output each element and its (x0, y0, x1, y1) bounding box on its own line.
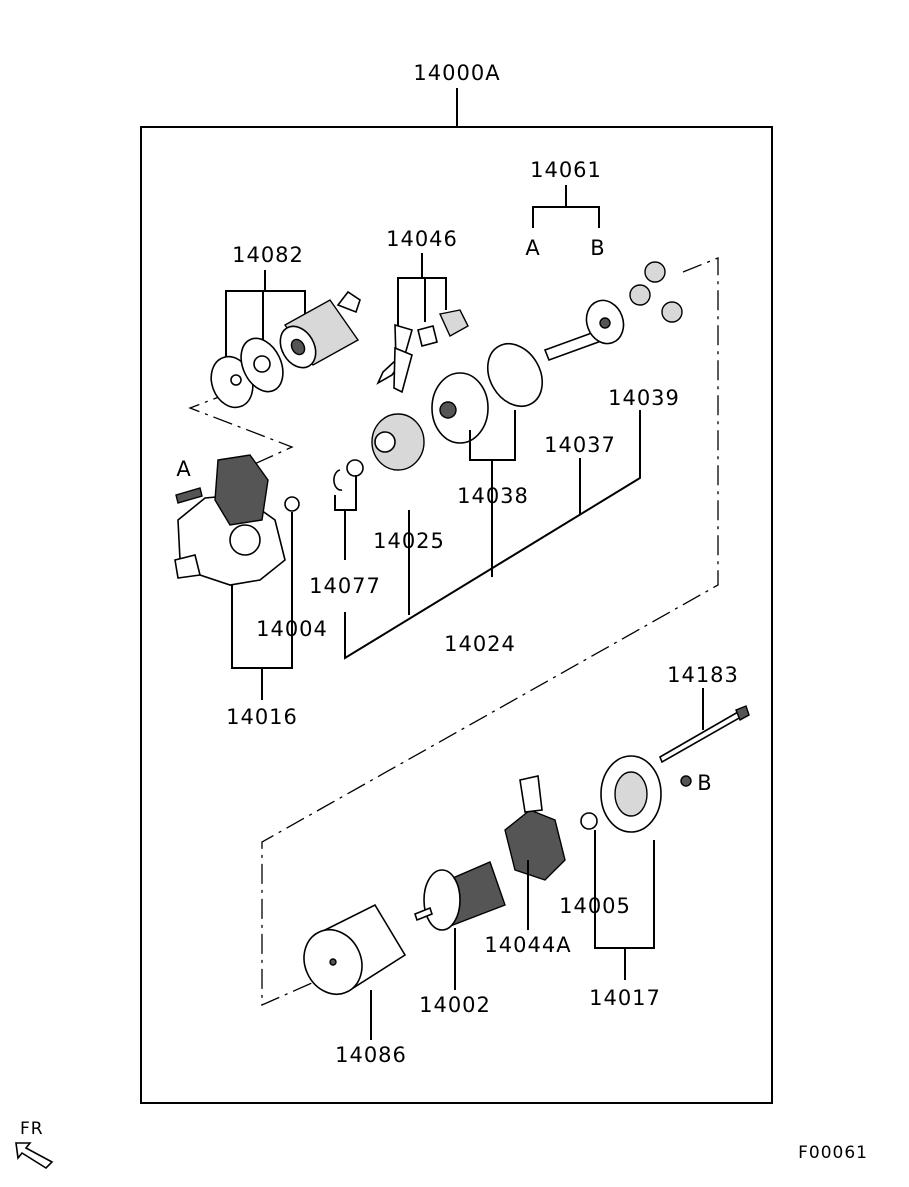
planetary-gears-icon (629, 261, 683, 323)
solenoid-switch-icon (279, 290, 361, 369)
assembly-frame (140, 126, 773, 1104)
bracket-14024 (344, 410, 641, 660)
rear-bracket-icon (600, 755, 662, 833)
label-14000A[interactable]: 14000A (413, 61, 500, 85)
label-14002[interactable]: 14002 (419, 993, 491, 1017)
bracket-14077 (334, 475, 357, 560)
shift-lever-icon (376, 323, 413, 394)
internal-gear-icon (431, 372, 489, 444)
armature-icon (414, 861, 506, 931)
armature-shaft-icon (543, 299, 625, 362)
brush-holder-icon (504, 775, 566, 881)
front-bracket-icon (174, 454, 286, 586)
label-14082[interactable]: 14082 (232, 243, 304, 267)
label-14016[interactable]: 14016 (226, 705, 298, 729)
overrunning-clutch-icon (371, 413, 425, 471)
bracket-14046 (397, 253, 447, 330)
lever-spring-icon (417, 325, 438, 347)
label-sub-a-left[interactable]: A (176, 457, 191, 481)
bracket-14061 (532, 185, 600, 228)
figure-code: F00061 (798, 1143, 868, 1163)
phantom-line-solenoid (188, 391, 294, 467)
label-sub-a-top[interactable]: A (525, 236, 540, 260)
bracket-14082 (225, 270, 306, 365)
bushing-14004-icon (284, 496, 300, 512)
orientation-label: FR (20, 1119, 44, 1139)
solenoid-plate-icon (240, 337, 284, 393)
bracket-14016 (231, 512, 293, 700)
label-14039[interactable]: 14039 (608, 386, 680, 410)
through-bolt-icon (658, 705, 750, 764)
lever-holder-icon (438, 309, 469, 337)
label-14024[interactable]: 14024 (444, 632, 516, 656)
bolt-a-icon (175, 487, 203, 504)
label-14086[interactable]: 14086 (335, 1043, 407, 1067)
orientation-arrow-icon (15, 1142, 54, 1170)
label-14046[interactable]: 14046 (386, 227, 458, 251)
label-14004[interactable]: 14004 (256, 617, 328, 641)
label-14061[interactable]: 14061 (530, 158, 602, 182)
phantom-line-upper (261, 257, 719, 1006)
bracket-14017 (594, 830, 655, 980)
stop-ring-icon (346, 459, 364, 477)
label-14005[interactable]: 14005 (559, 894, 631, 918)
label-14044A[interactable]: 14044A (484, 933, 571, 957)
label-14077[interactable]: 14077 (309, 574, 381, 598)
snap-ring-icon (333, 469, 343, 491)
bracket-14038 (469, 410, 516, 577)
bushing-14005-icon (580, 812, 598, 830)
label-sub-b-top[interactable]: B (590, 236, 605, 260)
label-14183[interactable]: 14183 (667, 663, 739, 687)
label-14038[interactable]: 14038 (457, 484, 529, 508)
label-sub-b-right[interactable]: B (697, 771, 712, 795)
screw-b-icon (680, 775, 692, 787)
label-14017[interactable]: 14017 (589, 986, 661, 1010)
yoke-assembly-icon (303, 903, 407, 995)
gear-housing-ring-icon (486, 343, 544, 407)
label-14037[interactable]: 14037 (544, 433, 616, 457)
